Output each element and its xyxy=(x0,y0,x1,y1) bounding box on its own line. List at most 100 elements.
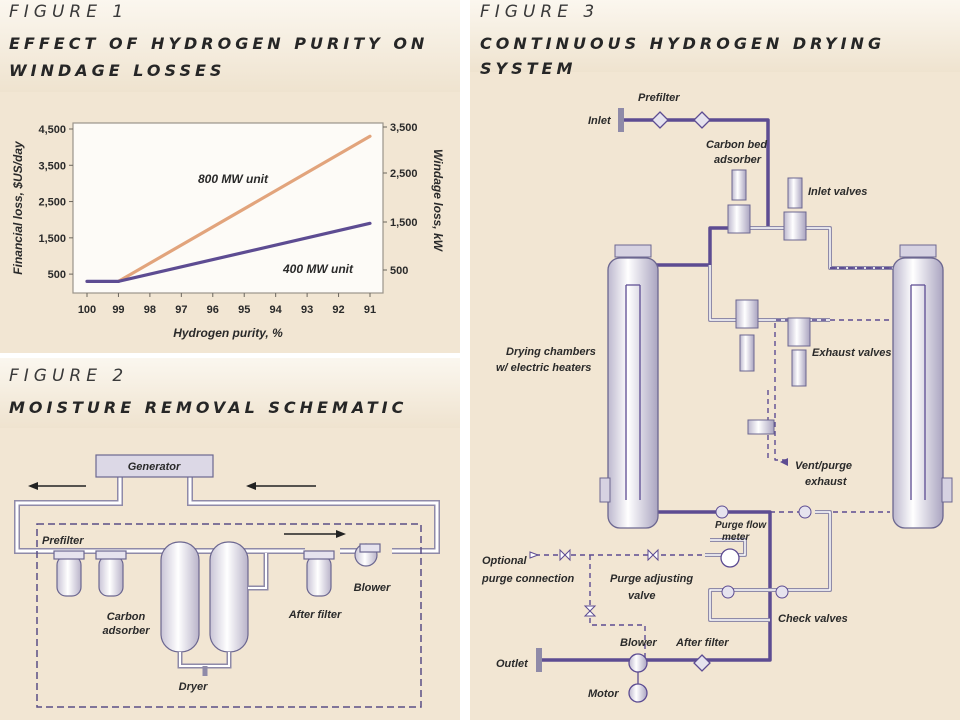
carbon-label-line1: Carbon xyxy=(107,611,146,623)
figure-2-header: FIGURE 2 MOISTURE REMOVAL SCHEMATIC xyxy=(0,358,460,428)
chart-marks: 100 99 98 97 96 95 94 93 92 91 4,500 3,500 2,500 1,50… xyxy=(38,122,417,316)
x-tick-label: 95 xyxy=(238,304,250,316)
figure-3-header: FIGURE 3 CONTINUOUS HYDROGEN DRYING SYST… xyxy=(470,0,960,78)
purge-flow-meter-label-line2: meter xyxy=(722,532,750,543)
y-tick-label-left: 3,500 xyxy=(38,160,66,172)
prefilter-label: Prefilter xyxy=(42,535,84,547)
series-line-400-mw-unit xyxy=(116,221,372,283)
figure-3-panel: FIGURE 3 CONTINUOUS HYDROGEN DRYING SYST… xyxy=(470,0,960,720)
check-valves-label: Check valves xyxy=(778,613,848,625)
inlet-valve-2 xyxy=(783,177,807,241)
vent-purge-label-line2: exhaust xyxy=(805,476,848,488)
x-tick-label: 92 xyxy=(332,304,344,316)
figure-3-title: CONTINUOUS HYDROGEN DRYING SYSTEM xyxy=(480,34,886,78)
y-tick-label-left: 2,500 xyxy=(38,197,66,209)
x-axis-label: Hydrogen purity, % xyxy=(173,326,283,340)
figure-2-panel: FIGURE 2 MOISTURE REMOVAL SCHEMATIC Gene… xyxy=(0,358,460,720)
moisture-removal-schematic: Generator xyxy=(14,454,440,708)
exhaust-valves-label: Exhaust valves xyxy=(812,347,892,359)
motor-icon xyxy=(628,683,648,703)
carbon-adsorber-canister xyxy=(95,550,127,597)
y-tick-label-right: 1,500 xyxy=(390,217,418,229)
x-tick-label: 100 xyxy=(78,304,96,316)
series-line-800-mw-unit xyxy=(116,134,372,283)
check-valve-2 xyxy=(798,505,812,519)
check-valve-1 xyxy=(715,505,729,519)
exhaust-valve-2 xyxy=(787,317,811,387)
blower-label: Blower xyxy=(354,582,391,594)
vent-solenoid xyxy=(747,419,775,435)
x-tick-label: 99 xyxy=(112,304,124,316)
flow-arrow-middle xyxy=(246,482,316,490)
after-filter-label: After filter xyxy=(675,637,729,649)
carbon-bed-icon xyxy=(693,111,711,129)
purge-flow-meter-icon xyxy=(720,548,740,568)
generator-label: Generator xyxy=(128,461,181,473)
y-tick-label-right: 3,500 xyxy=(390,122,418,134)
carbon-label-line2: adsorber xyxy=(102,625,150,637)
x-tick-label: 93 xyxy=(301,304,313,316)
vent-purge-label-line1: Vent/purge xyxy=(795,460,852,472)
motor-label: Motor xyxy=(588,688,619,700)
y-tick-label-left: 1,500 xyxy=(38,233,66,245)
carbon-bed-label-line1: Carbon bed xyxy=(706,139,767,151)
figure-2-title: MOISTURE REMOVAL SCHEMATIC xyxy=(9,398,408,417)
figure-1-number: FIGURE 1 xyxy=(9,2,129,22)
outlet-pipe xyxy=(540,510,772,662)
figure-1-title-line2: WINDAGE LOSSES xyxy=(9,61,226,80)
series-label-800mw: 800 MW unit xyxy=(198,172,269,186)
optional-purge-label-line1: Optional xyxy=(482,555,528,567)
windage-loss-chart: 100 99 98 97 96 95 94 93 92 91 4,500 3,500 2,500 1,50… xyxy=(11,122,445,340)
purge-adjusting-label-line2: valve xyxy=(628,590,656,602)
blower-icon xyxy=(628,653,648,673)
flow-arrow-left xyxy=(28,482,86,490)
dryer-vessel-1 xyxy=(160,541,200,653)
blower-icon xyxy=(354,543,381,567)
hydrogen-drying-diagram: Inlet Prefilter Carbon bed adsorber Inle… xyxy=(481,92,953,703)
carbon-bed-label-line2: adsorber xyxy=(714,154,762,166)
dryer-label: Dryer xyxy=(179,681,208,693)
dryer-vessel-2 xyxy=(209,541,249,653)
outlet-flange xyxy=(536,648,542,672)
x-tick-label: 91 xyxy=(364,304,376,316)
vent-arrow xyxy=(780,458,788,466)
series-label-400mw: 400 MW unit xyxy=(282,262,354,276)
figure-3-number: FIGURE 3 xyxy=(480,2,600,22)
prefilter-icon xyxy=(651,111,669,129)
drying-chambers-label-line1: Drying chambers xyxy=(506,346,596,358)
y-tick-label-right: 2,500 xyxy=(390,168,418,180)
blower-label: Blower xyxy=(620,637,657,649)
figure-1-title-line1: EFFECT OF HYDROGEN PURITY ON xyxy=(9,34,429,53)
x-tick-label: 98 xyxy=(144,304,156,316)
prefilter-canister xyxy=(53,550,85,597)
after-filter-label: After filter xyxy=(288,609,342,621)
drying-chamber-left xyxy=(599,244,659,529)
optional-purge-label-line2: purge connection xyxy=(481,573,575,585)
y-axis-label-left: Financial loss, $US/day xyxy=(11,140,25,275)
inlet-label: Inlet xyxy=(588,115,612,127)
x-tick-label: 94 xyxy=(270,304,283,316)
generator-box xyxy=(95,454,214,478)
pipe-right xyxy=(187,470,440,554)
inlet-flange xyxy=(618,108,624,132)
y-tick-label-left: 500 xyxy=(48,269,66,281)
x-tick-label: 97 xyxy=(175,304,187,316)
after-filter-icon xyxy=(693,654,711,672)
inlet-valve-1 xyxy=(727,169,751,234)
y-tick-label-left: 4,500 xyxy=(38,124,66,136)
drying-chambers-label-line2: w/ electric heaters xyxy=(496,362,591,374)
optional-purge-connector xyxy=(529,551,540,559)
y-tick-label-right: 500 xyxy=(390,265,408,277)
inlet-valves-label: Inlet valves xyxy=(808,186,867,198)
purge-adjusting-valve-icon xyxy=(647,548,659,562)
purge-bypass-valve xyxy=(583,605,597,617)
x-tick-label: 96 xyxy=(207,304,219,316)
chart-plot-area xyxy=(72,122,384,294)
optional-purge-valve xyxy=(559,548,571,562)
enclosure-boundary xyxy=(36,523,422,708)
figure-1-panel: FIGURE 1 EFFECT OF HYDROGEN PURITY ON WI… xyxy=(0,0,460,353)
figure-2-number: FIGURE 2 xyxy=(9,366,129,386)
purge-flow-meter-label-line1: Purge flow xyxy=(715,520,767,531)
drying-chamber-right xyxy=(892,244,953,529)
prefilter-label: Prefilter xyxy=(638,92,680,104)
